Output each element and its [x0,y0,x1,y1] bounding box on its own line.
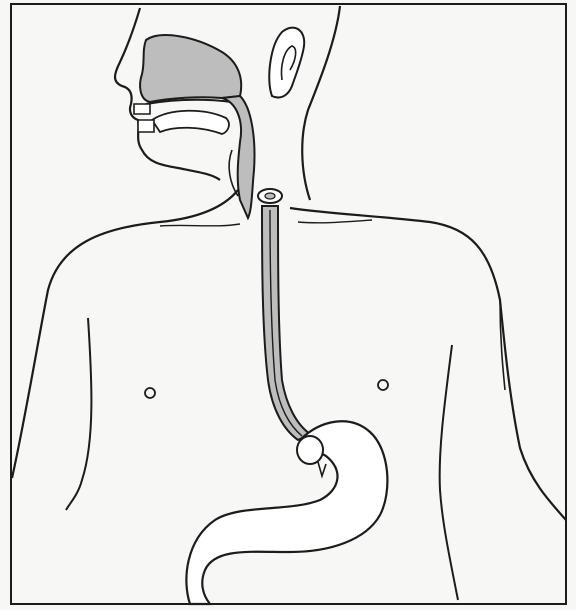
stomach [186,421,387,604]
arm-left-inner [66,318,91,510]
arm-right-inner [440,345,458,600]
tongue [152,111,229,134]
back-of-head [302,6,340,200]
nipple-right [378,380,388,390]
torso-outline [12,190,238,478]
shoulder-right [290,208,566,520]
clavicle-right [298,220,372,223]
esophagus [262,206,310,440]
nipple-left [145,388,155,398]
cardiac-sphincter [297,436,323,464]
clavicle-left [160,224,240,226]
larynx-ring-inner [265,193,275,199]
stomach-fold [318,462,326,476]
nasal-cavity [140,35,241,102]
ear [269,28,304,98]
upper-teeth [134,104,150,114]
epiglottis [229,150,238,196]
lower-teeth [138,120,154,132]
